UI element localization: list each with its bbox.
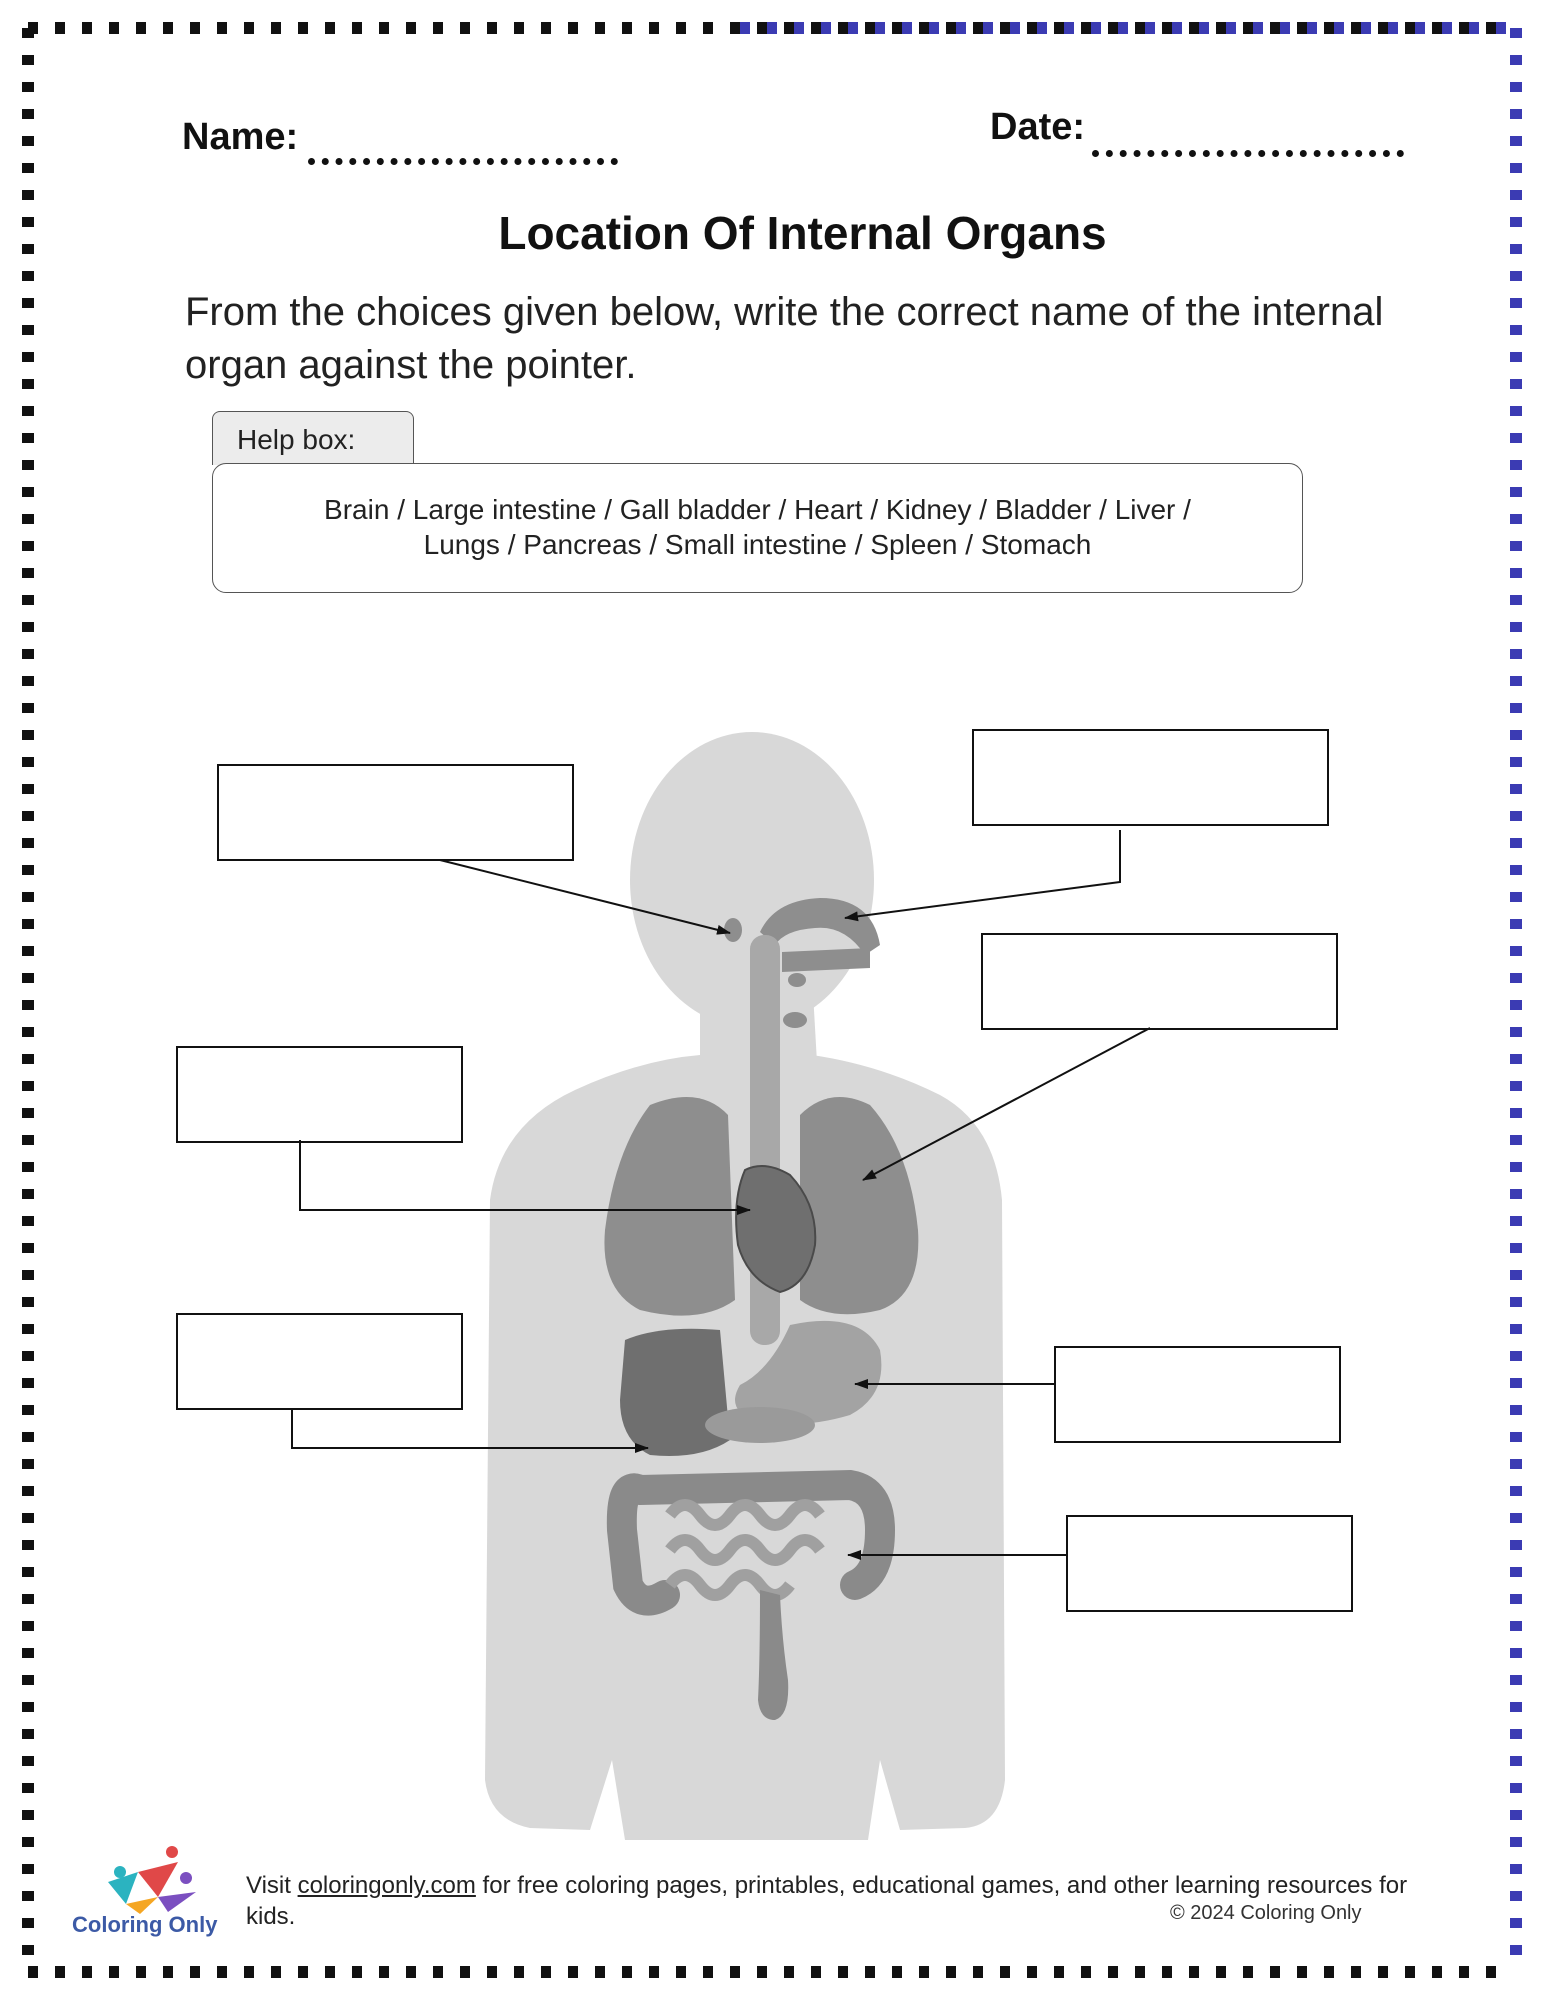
gland-left: [724, 918, 742, 942]
answer-box-top-left[interactable]: [217, 764, 574, 861]
help-box-line-1: Brain / Large intestine / Gall bladder /…: [324, 494, 1191, 525]
logo-text: Coloring Only: [72, 1912, 218, 1937]
help-box-tab-label: Help box:: [237, 424, 356, 455]
instructions-text: From the choices given below, write the …: [185, 290, 1384, 387]
pancreas-organ: [705, 1407, 815, 1443]
right-lung-organ: [800, 1097, 919, 1315]
rectum-organ: [758, 1590, 789, 1720]
answer-box-left-middle[interactable]: [176, 1046, 463, 1143]
help-box: Brain / Large intestine / Gall bladder /…: [212, 463, 1303, 593]
answer-box-right-upper[interactable]: [981, 933, 1338, 1030]
answer-box-left-lower[interactable]: [176, 1313, 463, 1410]
pointer-lines: [291, 830, 1151, 1560]
footer-visit: Visit: [246, 1872, 298, 1899]
help-box-line-2: Lungs / Pancreas / Small intestine / Spl…: [423, 529, 1092, 560]
pointer-left-middle: [299, 1140, 751, 1215]
page-title: Location Of Internal Organs: [498, 207, 1107, 259]
pointer-right-upper: [862, 1027, 1151, 1181]
pointer-top-left: [439, 859, 731, 935]
stomach-organ: [735, 1320, 882, 1424]
pointer-left-lower: [291, 1410, 649, 1453]
large-intestine-organ: [606, 1469, 896, 1616]
date-field[interactable]: [1092, 150, 1404, 157]
gland-center: [788, 973, 806, 987]
pointer-top-right: [844, 830, 1121, 922]
footer-link[interactable]: coloringonly.com: [297, 1872, 476, 1899]
liver-organ: [620, 1328, 730, 1456]
answer-box-right-middle[interactable]: [1054, 1346, 1341, 1443]
footer-text: Visit coloringonly.com for free coloring…: [246, 1870, 1416, 1932]
left-lung-organ: [604, 1097, 735, 1316]
footer-rest: for free coloring pages, printables, edu…: [246, 1872, 1408, 1930]
heart-organ: [735, 1165, 817, 1294]
help-box-tab: Help box:: [212, 411, 414, 465]
copyright-text: © 2024 Coloring Only: [1170, 1902, 1362, 1924]
name-label: Name:: [182, 116, 299, 158]
coloring-only-logo-icon: [108, 1846, 196, 1914]
name-field[interactable]: [308, 158, 618, 165]
answer-box-right-lower[interactable]: [1066, 1515, 1353, 1612]
gland-throat: [783, 1012, 807, 1028]
body-silhouette: [485, 732, 1005, 1840]
date-label: Date:: [990, 106, 1086, 148]
answer-box-top-right[interactable]: [972, 729, 1329, 826]
